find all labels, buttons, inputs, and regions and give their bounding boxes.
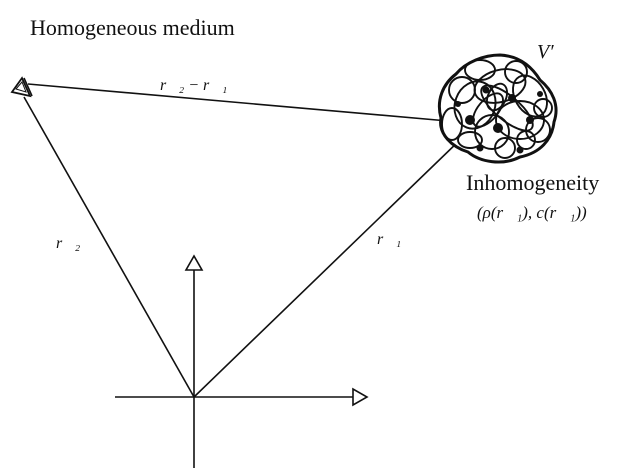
r1-vector-line — [193, 137, 463, 398]
difference-vector-line — [27, 83, 449, 122]
transducer-triangle-icon — [10, 76, 33, 98]
r2-vector-label: r⃗₂ — [56, 235, 81, 252]
x-axis-arrowhead — [352, 387, 369, 407]
material-properties-label: (ρ(r⃗₁), c(r⃗₁)) — [477, 203, 587, 222]
inhomogeneity-blob-icon — [437, 53, 558, 164]
inhomogeneity-label: Inhomogeneity — [466, 170, 600, 195]
title-homogeneous-medium: Homogeneous medium — [30, 15, 235, 40]
r1-vector-label: r⃗₁ — [377, 231, 402, 248]
r2-vector-line — [23, 96, 195, 398]
volume-label: V′ — [537, 41, 554, 63]
y-axis-arrowhead — [184, 254, 204, 271]
difference-vector-label: r⃗₂ − r⃗₁ — [160, 77, 228, 94]
